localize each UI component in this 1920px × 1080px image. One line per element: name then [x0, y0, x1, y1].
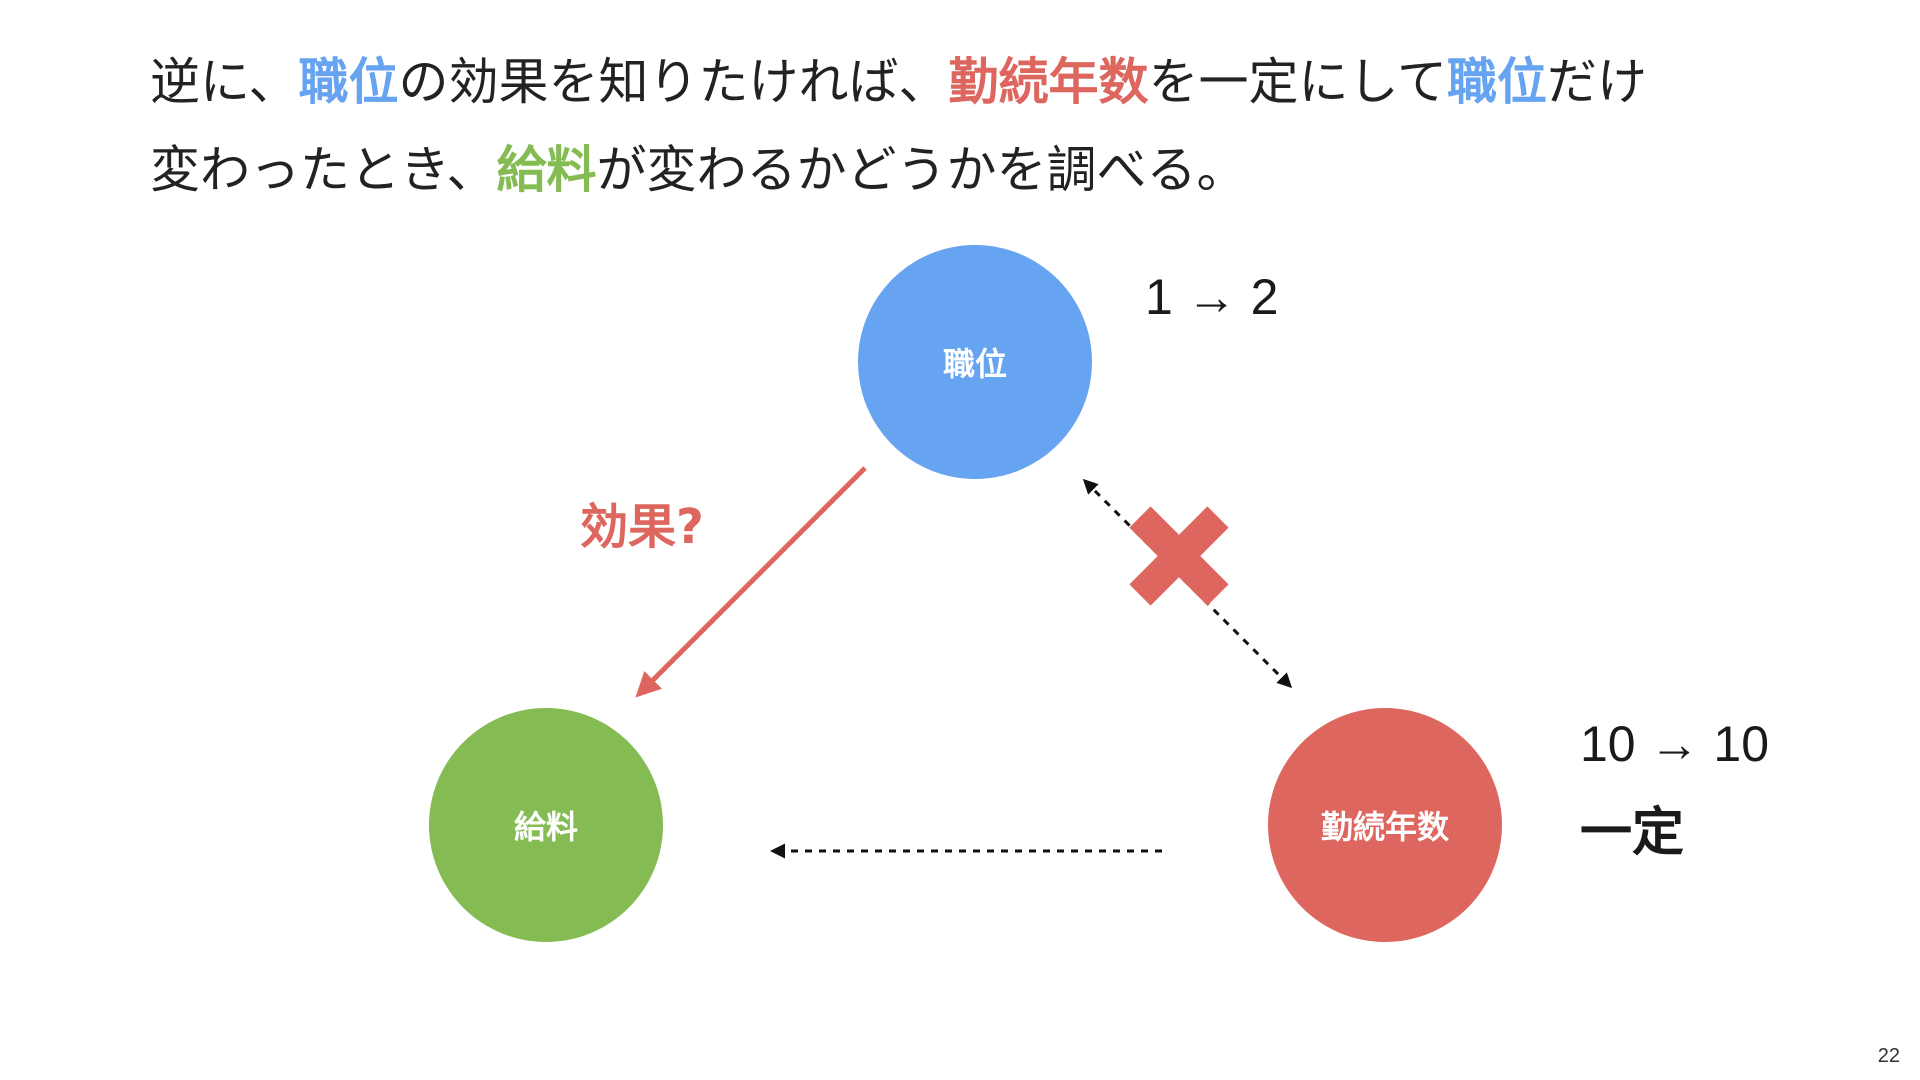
tenure-change-label: 10 → 10	[1580, 716, 1770, 772]
block-x-icon	[1129, 506, 1229, 606]
heading-line-1: 逆に、職位の効果を知りたければ、勤続年数を一定にして職位だけ	[150, 38, 1750, 126]
highlight-position: 職位	[1447, 53, 1547, 111]
node-salary-label: 給料	[513, 808, 579, 846]
highlight-position: 職位	[298, 53, 399, 111]
node-tenure-circle	[1268, 708, 1502, 942]
effect-arrow	[635, 466, 867, 698]
heading-segment: だけ	[1547, 53, 1647, 111]
tenure-fixed-label: 一定	[1580, 803, 1685, 863]
highlight-salary: 給料	[496, 141, 597, 199]
heading-segment: の効果を知りたければ、	[398, 53, 949, 111]
highlight-tenure: 勤続年数	[948, 53, 1149, 111]
heading: 逆に、職位の効果を知りたければ、勤続年数を一定にして職位だけ 変わったとき、給料…	[150, 38, 1750, 214]
effect-label: 効果?	[580, 499, 704, 555]
node-position-label: 職位	[942, 345, 1008, 383]
heading-segment: 変わったとき、	[150, 141, 497, 199]
page-number: 22	[1877, 1045, 1900, 1067]
heading-segment: を一定にして	[1148, 53, 1448, 111]
heading-segment: が変わるかどうかを調べる。	[596, 141, 1247, 199]
node-position-circle	[858, 245, 1092, 479]
heading-line-2: 変わったとき、給料が変わるかどうかを調べる。	[150, 126, 1750, 214]
position-change-label: 1 → 2	[1145, 269, 1279, 325]
heading-segment: 逆に、	[150, 53, 299, 111]
node-salary-circle	[429, 708, 663, 942]
node-tenure-label: 勤続年数	[1320, 808, 1450, 846]
